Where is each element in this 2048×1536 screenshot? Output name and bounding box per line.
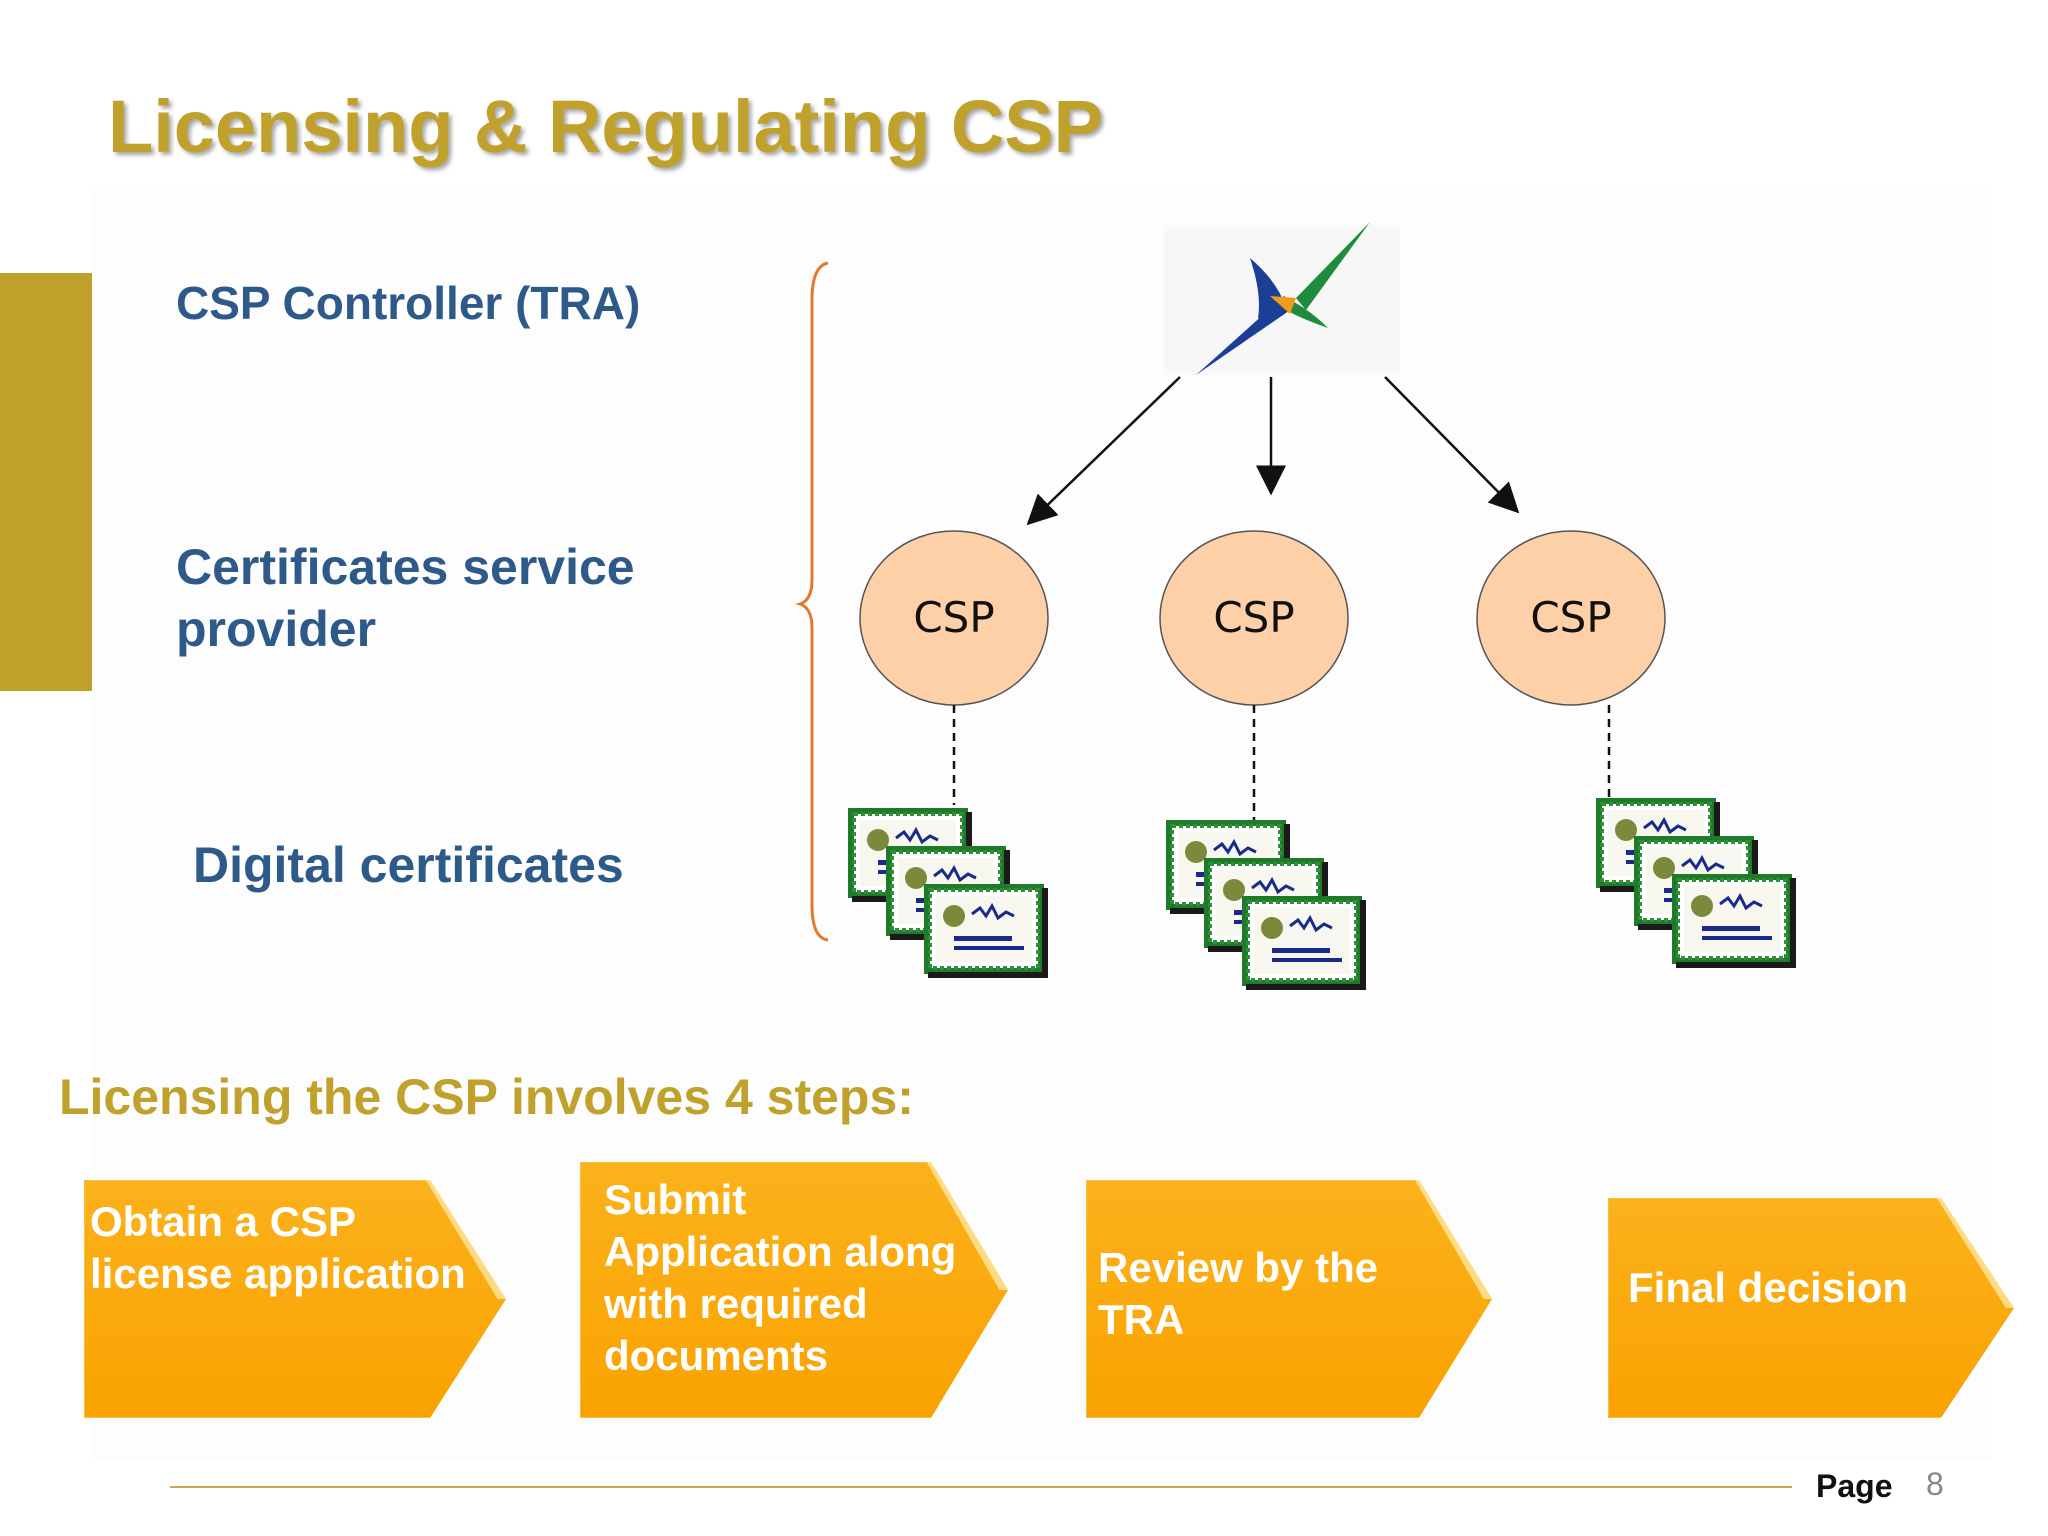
csp-node-3: CSP bbox=[1476, 530, 1666, 706]
grouping-brace bbox=[795, 261, 829, 942]
step-1-label: Obtain a CSP license application bbox=[90, 1198, 466, 1297]
csp-node-1: CSP bbox=[859, 530, 1049, 706]
footer-divider bbox=[170, 1486, 1792, 1488]
slide-title: Licensing & Regulating CSP bbox=[108, 85, 1103, 168]
step-4-label: Final decision bbox=[1628, 1264, 1909, 1311]
page-label: Page bbox=[1816, 1468, 1893, 1504]
label-digital-certificates: Digital certificates bbox=[193, 837, 624, 893]
arrow-right bbox=[1384, 376, 1520, 514]
certificate-stack-1-icon bbox=[846, 806, 1050, 980]
csp-node-2: CSP bbox=[1159, 530, 1349, 706]
side-accent-bar bbox=[0, 273, 92, 691]
certificate-stack-3-icon bbox=[1594, 796, 1798, 970]
step-2-label: Submit Application along with required d… bbox=[604, 1176, 957, 1379]
page-number: 8 bbox=[1926, 1466, 1944, 1502]
csp-node-label: CSP bbox=[1530, 593, 1611, 642]
csp-node-label: CSP bbox=[1213, 593, 1294, 642]
step-4-arrow bbox=[1608, 1198, 2014, 1418]
step-3-arrow bbox=[1086, 1180, 1492, 1418]
label-csp-controller: CSP Controller (TRA) bbox=[176, 277, 641, 329]
label-certificates-service-provider: Certificates service provider bbox=[176, 539, 635, 657]
tra-logo-icon bbox=[1164, 222, 1400, 375]
steps-heading: Licensing the CSP involves 4 steps: bbox=[59, 1069, 914, 1125]
certificate-stack-2-icon bbox=[1164, 818, 1368, 992]
csp-node-label: CSP bbox=[913, 593, 994, 642]
step-2-arrow bbox=[580, 1162, 1008, 1418]
step-3-label: Review by the TRA bbox=[1098, 1244, 1379, 1343]
arrow-left bbox=[1026, 376, 1181, 526]
step-1-arrow bbox=[84, 1180, 506, 1418]
